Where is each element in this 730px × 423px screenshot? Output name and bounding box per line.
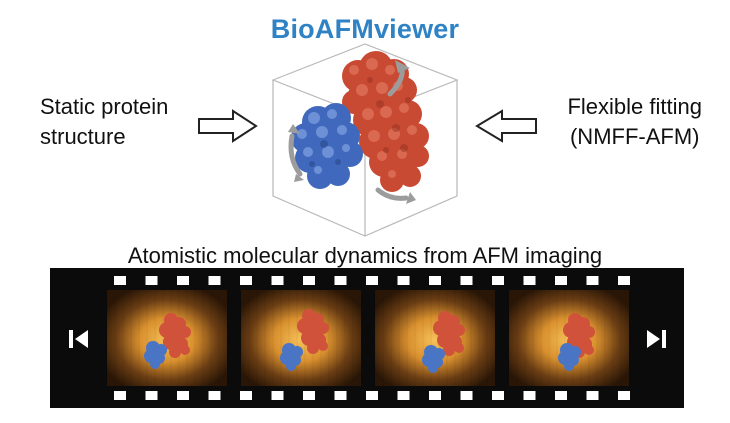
perforation-top — [366, 276, 378, 285]
perforation-top — [429, 276, 441, 285]
perforation-top — [460, 276, 473, 285]
left-arrow-icon — [475, 109, 537, 143]
perforation-bottom — [492, 391, 504, 400]
perforation-bottom — [208, 391, 221, 400]
right-arrow-icon — [198, 109, 258, 143]
perforation-top — [492, 276, 504, 285]
perforation-bottom — [145, 391, 158, 400]
perforation-bottom — [303, 391, 315, 400]
rotation-arrowheads — [288, 60, 416, 204]
perforation-top — [271, 276, 284, 285]
perforation-bottom — [523, 391, 536, 400]
perforation-bottom — [586, 391, 599, 400]
skip-forward-icon — [647, 330, 666, 348]
blue-protein-snapshot — [144, 341, 167, 369]
blue-protein-snapshot — [280, 343, 303, 371]
perforation-top — [145, 276, 158, 285]
perforation-top — [586, 276, 599, 285]
perforation-top — [114, 276, 126, 285]
afm-frame — [374, 290, 495, 386]
perforation-bottom — [460, 391, 473, 400]
perforation-bottom — [429, 391, 441, 400]
blue-protein-snapshot — [558, 343, 581, 371]
perforation-top — [397, 276, 410, 285]
static-structure-label: Static protein structure — [40, 92, 168, 152]
perforation-bottom — [397, 391, 410, 400]
perforation-bottom — [618, 391, 630, 400]
perforation-bottom — [366, 391, 378, 400]
perforation-top — [523, 276, 536, 285]
perforation-bottom — [240, 391, 252, 400]
blue-protein-domain — [291, 103, 363, 189]
perforation-top — [208, 276, 221, 285]
static-structure-line-1: Static protein — [40, 94, 169, 119]
perforation-bottom — [114, 391, 126, 400]
perforation-top — [555, 276, 567, 285]
viewer-cube — [271, 43, 459, 237]
filmstrip — [50, 268, 684, 408]
skip-forward-button[interactable] — [644, 326, 670, 352]
red-protein-snapshot — [297, 309, 329, 354]
perforation-bottom — [555, 391, 567, 400]
film-perforations — [114, 276, 630, 400]
app-title: BioAFMviewer — [270, 14, 460, 44]
flexible-fitting-label: Flexible fitting (NMFF-AFM) — [567, 92, 702, 152]
perforation-bottom — [271, 391, 284, 400]
perforation-bottom — [334, 391, 347, 400]
static-structure-line-2: structure — [40, 124, 126, 149]
film-frames — [106, 290, 629, 386]
perforation-top — [240, 276, 252, 285]
afm-frame — [240, 290, 361, 386]
perforation-top — [303, 276, 315, 285]
skip-back-icon — [69, 330, 88, 348]
perforation-top — [334, 276, 347, 285]
flexible-fitting-line-2: (NMFF-AFM) — [569, 124, 700, 149]
skip-back-button[interactable] — [64, 326, 90, 352]
red-protein-snapshot — [159, 313, 191, 358]
perforation-top — [618, 276, 630, 285]
afm-frame — [508, 290, 629, 386]
filmstrip-caption: Atomistic molecular dynamics from AFM im… — [127, 243, 603, 268]
perforation-top — [177, 276, 189, 285]
red-protein-domain — [342, 51, 429, 192]
red-protein-snapshot — [563, 313, 595, 358]
blue-protein-snapshot — [422, 345, 445, 373]
afm-frame — [106, 290, 227, 386]
red-protein-snapshot — [433, 311, 465, 356]
perforation-bottom — [177, 391, 189, 400]
flexible-fitting-line-1: Flexible fitting — [567, 94, 702, 119]
